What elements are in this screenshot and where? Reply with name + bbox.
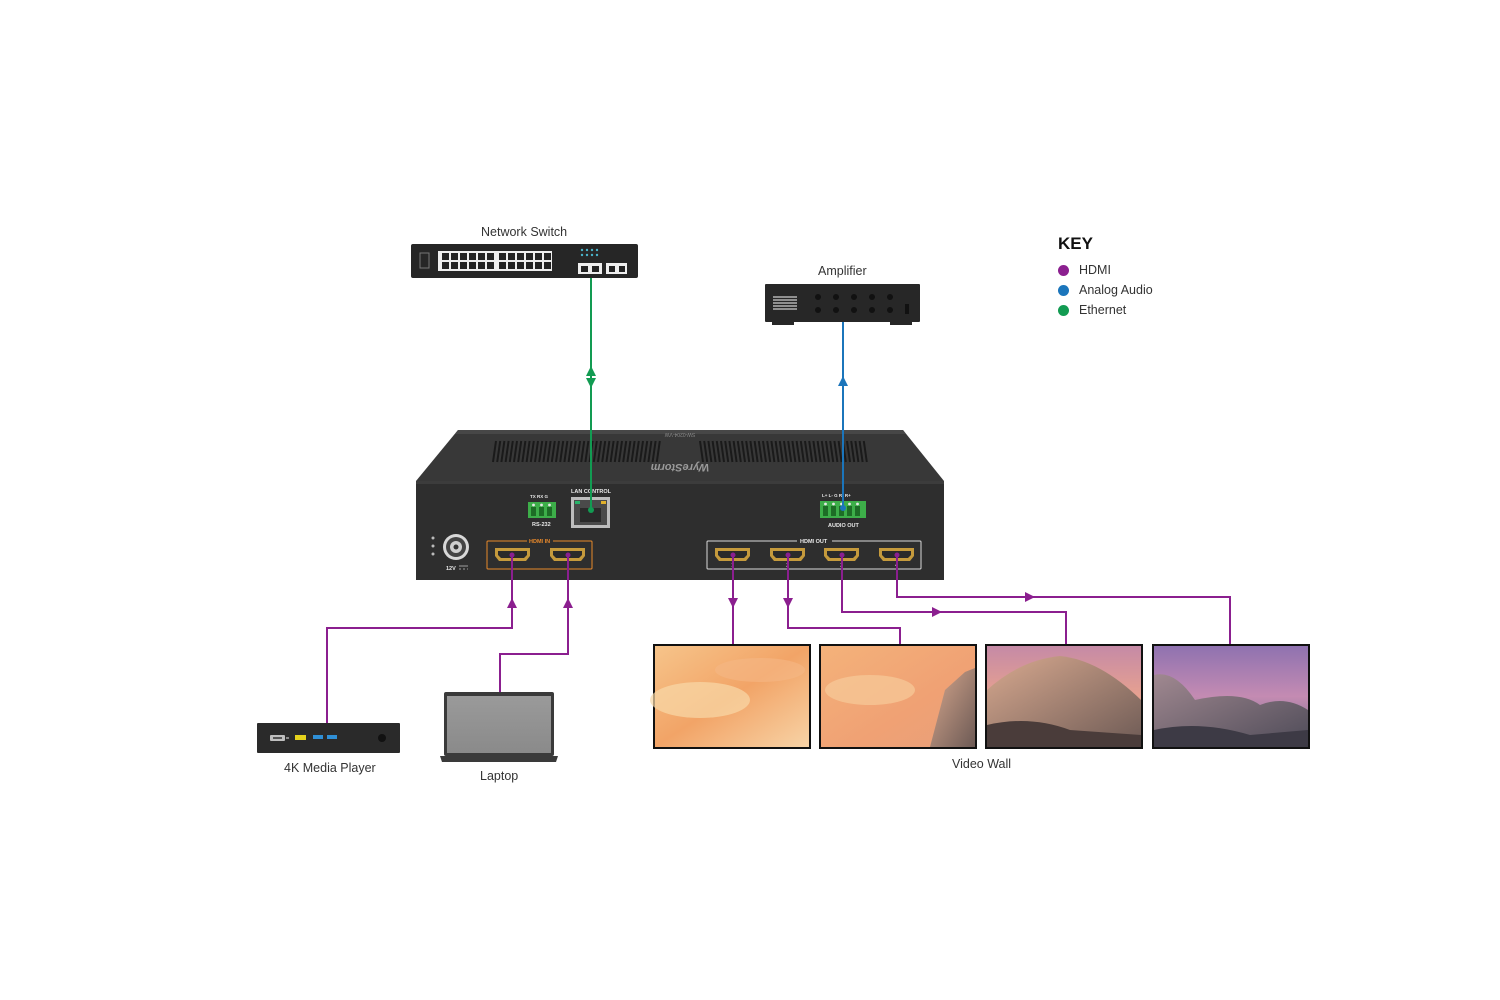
- display-2: [819, 644, 977, 749]
- model-label: SW-0204-VW: [664, 431, 695, 437]
- connections: [326, 278, 1231, 723]
- video-wall-label: Video Wall: [952, 757, 1012, 771]
- legend-item-analog-audio: Analog Audio: [1058, 280, 1153, 300]
- legend-title: KEY: [1058, 234, 1093, 253]
- power-label: 12V: [446, 566, 456, 572]
- legend-swatch-ethernet: [1058, 304, 1069, 316]
- legend-swatch-audio: [1058, 284, 1069, 296]
- hdmi-link-out-4: [896, 556, 1231, 644]
- hdmi-out-arrow-4: [1025, 592, 1035, 602]
- hdmi-in-arrow-1: [507, 598, 517, 608]
- hdmi-in-arrow-2: [563, 598, 573, 608]
- display-3: [985, 644, 1143, 749]
- video-wall: [650, 644, 1310, 749]
- hdmi-link-media-player: [326, 556, 513, 723]
- hdmi-link-out-3: [841, 556, 1067, 644]
- display-1: [650, 644, 811, 749]
- audio-arrow: [838, 376, 848, 386]
- hdmi-in-label: HDMI IN: [529, 539, 550, 545]
- switch-leds: [580, 248, 599, 257]
- connector-dots: [509, 505, 900, 558]
- media-player: [257, 723, 400, 753]
- media-player-label: 4K Media Player: [284, 761, 376, 775]
- brand-logo: WyreStorm: [651, 461, 710, 473]
- network-switch: [411, 244, 638, 278]
- rs232-port: TX RX G RS-232: [528, 494, 556, 528]
- hdmi-out-arrow-3: [932, 607, 942, 617]
- audio-out-port: L+ L- G R- R+ AUDIO OUT: [820, 493, 866, 529]
- ethernet-arrow-up: [586, 366, 596, 376]
- hdmi-link-out-2: [787, 556, 901, 644]
- switch-ports: [442, 253, 551, 269]
- ethernet-arrow-down: [586, 378, 596, 388]
- rs232-pins-label: TX RX G: [530, 494, 549, 499]
- arrows: [507, 366, 1035, 617]
- hdmi-out-label: HDMI OUT: [800, 539, 828, 545]
- legend-swatch-hdmi: [1058, 264, 1069, 276]
- audio-pins-label: L+ L- G R- R+: [822, 493, 851, 498]
- amplifier-knobs: [815, 294, 893, 313]
- network-switch-label: Network Switch: [481, 225, 568, 239]
- laptop-label: Laptop: [480, 769, 519, 783]
- hdmi-out-arrow-1: [728, 598, 738, 608]
- legend-item-hdmi: HDMI: [1058, 260, 1153, 280]
- amplifier: [765, 284, 920, 325]
- power-jack: 12V: [431, 534, 469, 572]
- rs232-label: RS-232: [532, 522, 551, 528]
- amplifier-label: Amplifier: [818, 264, 867, 278]
- laptop: [440, 692, 558, 762]
- legend-item-ethernet: Ethernet: [1058, 300, 1153, 320]
- hdmi-out-arrow-2: [783, 598, 793, 608]
- audio-out-label: AUDIO OUT: [828, 523, 860, 529]
- display-4: [1152, 644, 1310, 749]
- legend: KEY HDMI Analog Audio Ethernet: [1058, 234, 1153, 320]
- video-wall-processor: WyreStorm SW-0204-VW 12V TX RX G RS-232 …: [416, 430, 944, 580]
